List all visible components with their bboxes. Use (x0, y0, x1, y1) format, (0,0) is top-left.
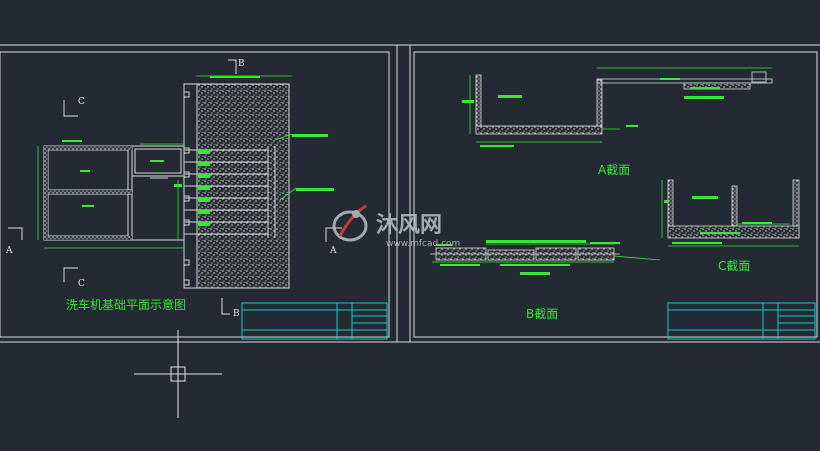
section-mark-b-bottom: B (233, 309, 240, 319)
section-cut-b-bottom (221, 298, 230, 315)
wall-hatch-bottom (44, 236, 132, 240)
section-a-drawing (462, 67, 773, 147)
section-cut-a-left (8, 227, 23, 240)
plan-title: 洗车机基础平面示意图 (66, 297, 186, 312)
section-mark-b-top: B (238, 59, 245, 69)
section-c-title: C截面 (718, 259, 750, 273)
section-mark-c-top: C (78, 97, 85, 107)
section-c-drawing (661, 179, 800, 247)
section-mark-a-right: A (329, 246, 337, 256)
section-b-drawing (430, 240, 661, 275)
plan-view: C C A A B B 洗车机基础平面示意图 (5, 59, 342, 319)
right-sheet-border (413, 51, 818, 338)
plan-dimension-lines (37, 75, 297, 249)
wall-hatch-top (44, 146, 132, 150)
mfcad-logo-icon (332, 204, 368, 242)
bolt-markers (183, 91, 190, 286)
wall-hatch-mid (44, 190, 132, 194)
watermark-url: www.mfcad.com (386, 239, 460, 249)
left-title-block (241, 302, 388, 340)
section-b-title: B截面 (526, 307, 558, 321)
sheet-frame (0, 44, 820, 343)
left-sheet-border (0, 51, 390, 338)
section-cut-c-bottom (63, 267, 78, 282)
section-mark-c-bottom: C (78, 279, 85, 289)
section-a-title: A截面 (598, 163, 630, 177)
section-mark-a-left: A (5, 246, 13, 256)
section-cut-c-top (63, 100, 78, 117)
section-cut-b-top (228, 59, 237, 74)
section-cut-a-right (325, 227, 342, 242)
watermark-brand: 沐风网 (376, 213, 442, 238)
crosshair-cursor-icon[interactable] (134, 330, 222, 418)
right-title-block (667, 302, 816, 340)
